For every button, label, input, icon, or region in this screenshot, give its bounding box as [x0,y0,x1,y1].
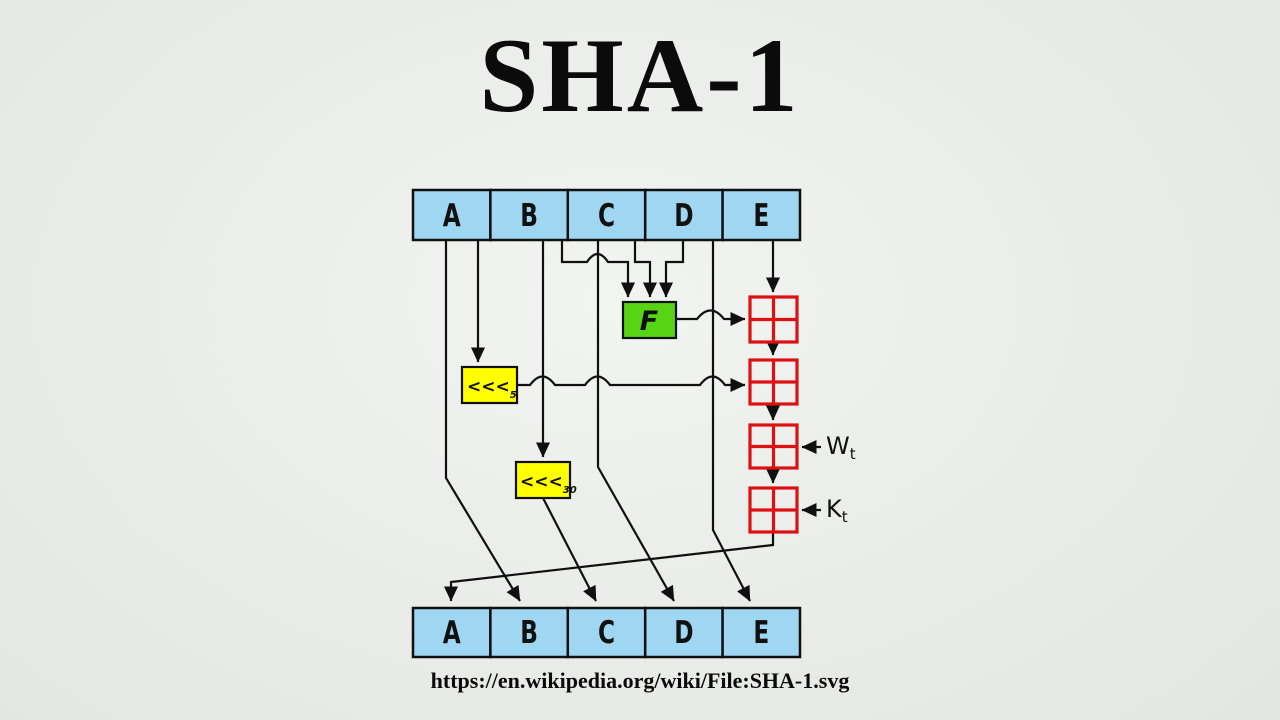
register-label: D [674,616,693,651]
bottom-register-row [411,606,802,659]
kt-base: K [826,495,843,523]
wire-b-to-f [560,240,635,298]
register-cell [721,606,802,659]
bottom-register-labels: A B C D E [443,616,770,651]
register-label: B [520,616,538,651]
rotate-left-5-box [460,365,519,405]
wires [444,240,821,602]
wire-f-to-adder1 [676,309,746,326]
page-title: SHA-1 [479,17,801,134]
rotate-left-30-label: <<<30 [520,472,577,496]
rotate-amount: 5 [510,390,517,401]
rotate-op: <<< [520,472,563,492]
kt-label: Kt [826,495,848,526]
wire-d-to-f [659,240,685,298]
wt-base: W [826,432,850,460]
register-cell [411,606,492,659]
register-cell [566,188,647,242]
wire-adder4-to-bottom-a [444,532,775,602]
adder-box-4 [748,486,799,534]
rotate-op: <<< [467,377,510,397]
register-label: D [674,199,693,234]
wire-a-to-bottom-b [444,240,521,602]
register-label: A [443,616,462,651]
adder-box-2 [748,358,799,406]
wire-rotate30-to-bottom-c [542,497,597,602]
f-function-label: F [640,306,659,337]
rotate-amount: 30 [563,485,577,496]
top-register-row [411,188,802,242]
source-url: https://en.wikipedia.org/wiki/File:SHA-1… [430,668,850,693]
register-cell [489,188,570,242]
register-cell [411,188,492,242]
register-label: C [598,199,615,234]
register-cell [721,188,802,242]
wire-rotate5-to-adder2 [517,375,746,392]
register-label: B [520,199,538,234]
wt-sub: t [850,445,856,463]
rotate-left-30-box [514,460,572,500]
register-cell [643,188,724,242]
adder-box-1 [748,295,799,344]
wt-label: Wt [826,432,856,463]
kt-sub: t [842,508,848,526]
register-label: E [753,616,769,651]
register-cell [489,606,570,659]
register-label: C [598,616,615,651]
register-label: A [443,199,462,234]
register-cell [566,606,647,659]
adder-box-3 [748,423,799,470]
rotate-left-5-label: <<<5 [467,377,517,401]
modular-adders [748,295,799,534]
wire-c-to-bottom-d [596,240,675,602]
top-register-labels: A B C D E [443,199,770,234]
wire-d-to-bottom-e [711,240,751,602]
f-function-box [621,300,678,340]
wire-c-to-f [633,240,657,298]
register-label: E [753,199,769,234]
